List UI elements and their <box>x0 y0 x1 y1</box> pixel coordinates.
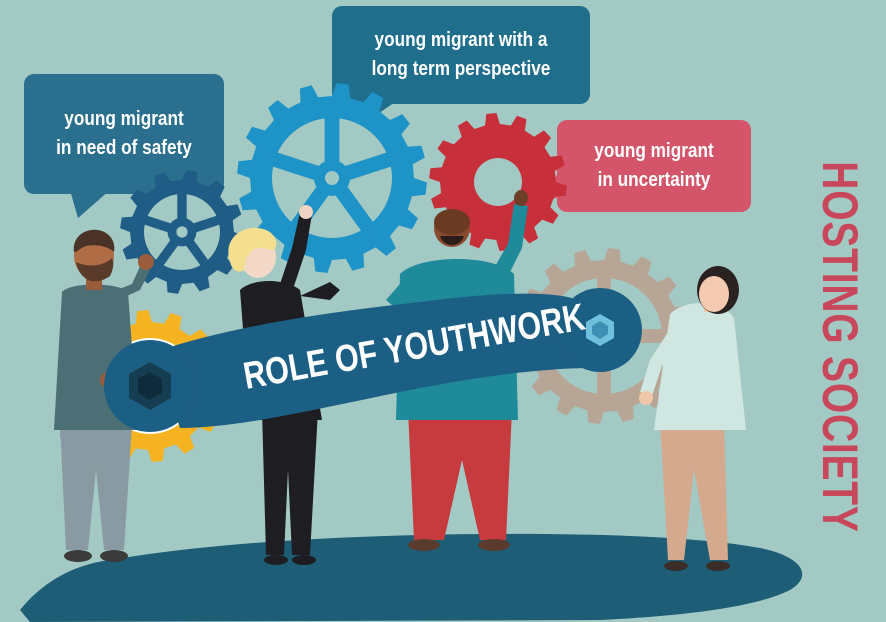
bubble-safety-tail <box>70 190 110 218</box>
ground-puddle <box>20 533 803 622</box>
bubble-uncertainty: young migrant in uncertainty <box>594 140 714 191</box>
wrench-right-nut-inner <box>592 321 608 339</box>
wrench <box>104 288 642 432</box>
bubble-long-term-shape <box>332 6 590 104</box>
gear-dark-blue-axle <box>176 226 188 238</box>
gear-light-blue <box>237 83 427 273</box>
gears-layer <box>74 83 692 462</box>
gear-red-hole <box>474 158 522 206</box>
gear-light-blue-axle <box>325 171 339 185</box>
bubble-safety-shape <box>24 74 224 194</box>
person-bearded-man <box>54 229 154 562</box>
wrench-left-nut-inner <box>138 372 162 400</box>
side-title: HOSTING SOCIETY <box>812 161 868 533</box>
person-dark-haired-woman <box>639 266 746 571</box>
bubble-long-term: young migrant with a long term perspecti… <box>371 29 551 80</box>
bubble-uncertainty-shape <box>557 120 751 212</box>
wrench-body <box>155 293 592 428</box>
bubble-safety: young migrant in need of safety <box>56 108 192 159</box>
